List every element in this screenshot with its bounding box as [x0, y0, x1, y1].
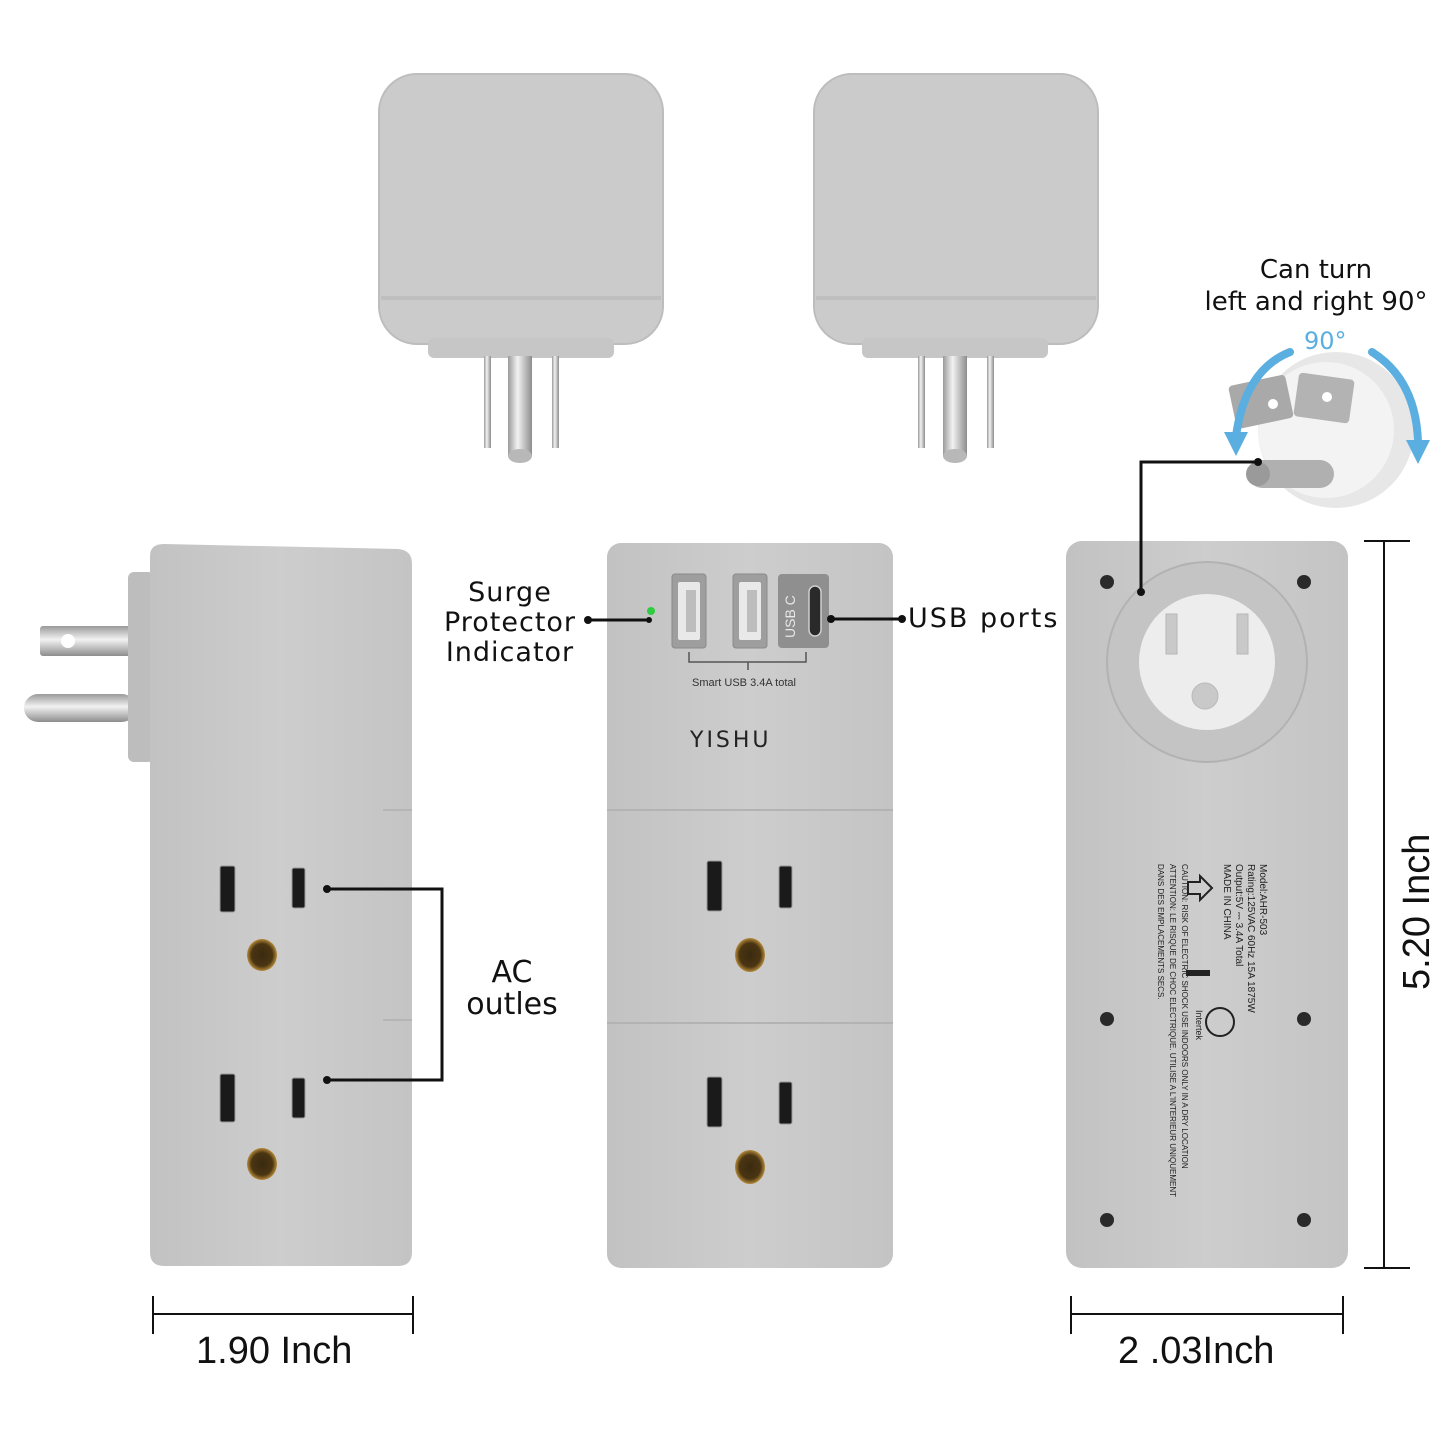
dimension-width-side [152, 1296, 414, 1334]
usb-c-label: USB C [782, 595, 798, 638]
back-label-line-attention: ATTENTION: LE RISQUE DE CHOC ELECTRIQUE.… [1168, 864, 1177, 1197]
usb-ports-callout [827, 615, 906, 623]
surge-label-line1: Surge [468, 577, 552, 608]
back-label-line-made: MADE IN CHINA [1221, 864, 1232, 940]
rotating-plug-callout [1137, 458, 1262, 596]
ac-outlets-label: AC outles [452, 957, 572, 1021]
back-label-line-output: Output:5V ⎓ 3.4A Total [1233, 864, 1244, 967]
dimension-width-back [1070, 1296, 1344, 1334]
back-label-line-model: Model:AHR-503 [1257, 864, 1268, 936]
ac-label-line1: AC [491, 955, 533, 990]
usb-ports-label: USB ports [908, 603, 1060, 634]
rotate-note: Can turn left and right 90° [1196, 254, 1436, 318]
width-back-dimension: 2 .03Inch [1118, 1330, 1275, 1372]
back-label-line-dans: DANS DES EMPLACEMENTS SECS. [1156, 864, 1165, 1000]
top-plug-left [378, 73, 664, 463]
surge-label-line2: Protector [443, 607, 577, 638]
rotate-note-line2: left and right 90° [1204, 287, 1428, 317]
ac-label-line2: outles [466, 987, 558, 1022]
front-view [607, 543, 893, 1268]
top-plug-right [813, 73, 1099, 463]
side-view [24, 544, 412, 1266]
rotating-plug-detail [1224, 348, 1430, 508]
back-label-line-rating: Rating:125VAC 60Hz 15A 1875W [1245, 864, 1256, 1013]
surge-label-line3: Indicator [445, 637, 575, 668]
back-label-line-caution: CAUTION: RISK OF ELECTRIC SHOCK USE INDO… [1180, 864, 1189, 1169]
rotate-note-line1: Can turn [1259, 255, 1373, 285]
brand-logo: YISHU [690, 728, 772, 753]
surge-indicator-callout [584, 616, 652, 624]
dimension-height [1364, 540, 1410, 1269]
surge-indicator-label: Surge Protector Indicator [430, 578, 590, 668]
usb-c-port [778, 574, 829, 648]
smart-usb-label: Smart USB 3.4A total [692, 677, 796, 689]
height-dimension: 5.20 Inch [1396, 833, 1438, 990]
usb-a-port-1 [671, 573, 707, 649]
ac-outlets-callout [323, 885, 444, 1084]
back-view [1066, 541, 1348, 1268]
usb-a-port-2 [732, 573, 768, 649]
rotate-degree-label: 90° [1304, 327, 1347, 355]
width-side-dimension: 1.90 Inch [196, 1330, 353, 1372]
intertek-label: Intertek [1194, 1010, 1204, 1041]
back-label-block: Model:AHR-503 Rating:125VAC 60Hz 15A 187… [1154, 864, 1268, 1197]
